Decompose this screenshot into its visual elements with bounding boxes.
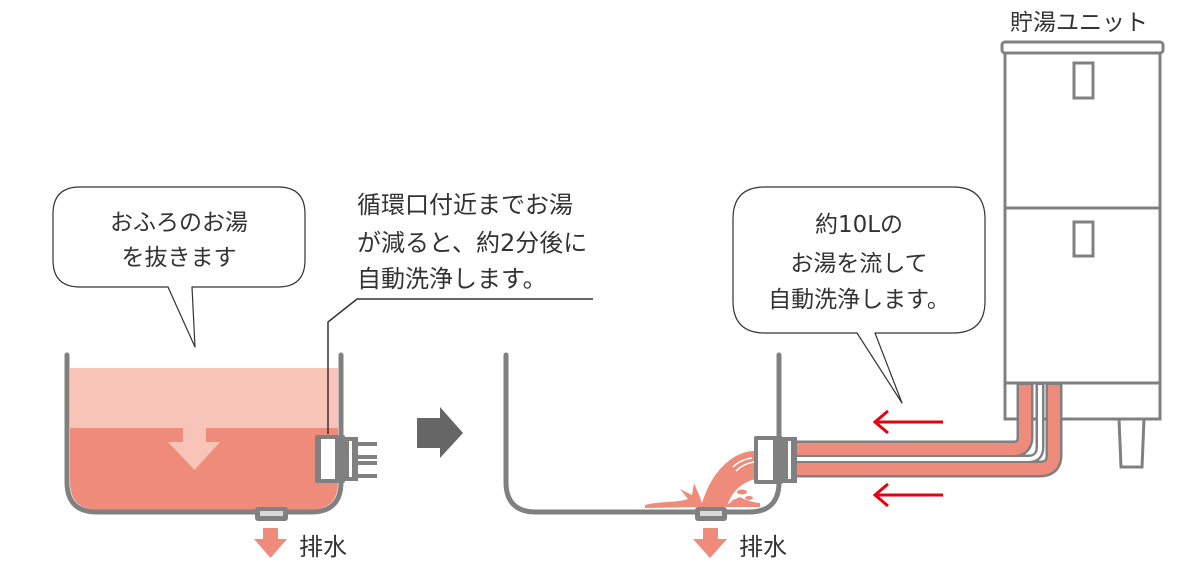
diagram-shape xyxy=(725,497,760,507)
diagram-shape xyxy=(733,484,739,488)
diagram-shape xyxy=(321,439,335,479)
diagram-shape xyxy=(645,483,703,508)
annotation-leader-line xyxy=(327,298,593,434)
circulation-port xyxy=(315,435,377,483)
circulation-port xyxy=(754,436,797,484)
diagram-shape xyxy=(872,482,889,508)
drain-label: 排水 xyxy=(299,533,347,561)
diagram-shape xyxy=(732,457,753,468)
bathtub-wall xyxy=(64,352,344,515)
step2-bathtub: 排水 約10Lの お湯を流して 自動洗浄し xyxy=(503,186,1063,561)
bubble-text-line: お湯を流して xyxy=(790,251,927,277)
flushing-water-stream xyxy=(645,450,760,508)
drain-down-arrow-icon xyxy=(254,528,287,558)
water-remaining xyxy=(70,428,338,510)
drain-outlet xyxy=(255,507,288,521)
diagram-shape xyxy=(796,384,1034,458)
drain-outlet xyxy=(695,507,727,521)
water-level-down-arrow-icon xyxy=(168,428,220,470)
speech-bubble-drain xyxy=(52,186,306,348)
bathtub-wall xyxy=(503,352,782,515)
diagram-shape xyxy=(701,450,756,507)
speech-bubble-cleaning xyxy=(732,186,986,404)
bubble-text-line: 自動洗浄します。 xyxy=(768,287,950,313)
hot-water-storage-unit: 貯湯ユニット xyxy=(1000,10,1165,469)
unit-handle xyxy=(1072,61,1095,100)
water-initial-level xyxy=(70,368,338,428)
unit-handle xyxy=(1072,220,1095,258)
diagram-shape xyxy=(796,384,1031,455)
annotation-text-line: 循環口付近までお湯 xyxy=(357,191,573,219)
diagram-shape xyxy=(788,441,791,479)
diagram-shape xyxy=(700,511,722,516)
drain-down-arrow-icon xyxy=(693,528,727,558)
step1-bathtub: 排水 おふろのお湯 を抜きます 循環口付近までお湯 が減ると、約2分後に 自動洗… xyxy=(52,186,593,561)
unit-top-cap xyxy=(1000,40,1165,55)
diagram-shape xyxy=(872,409,889,435)
diagram-shape xyxy=(758,440,773,480)
diagram-shape xyxy=(745,496,753,500)
diagram-shape xyxy=(737,489,747,495)
unit-leg xyxy=(1117,417,1146,469)
drain-label: 排水 xyxy=(739,533,787,561)
diagram-shape xyxy=(260,511,283,516)
bubble-text-line: おふろのお湯 xyxy=(110,210,248,236)
bubble-text-line: を抜きます xyxy=(122,245,237,271)
diagram-shape xyxy=(735,461,755,472)
step-right-arrow-icon xyxy=(417,407,463,458)
flow-left-arrow-icon xyxy=(872,409,943,435)
annotation-text-line: が減ると、約2分後に xyxy=(357,229,587,257)
flow-left-arrow-icon xyxy=(872,482,943,508)
bubble-text-line: 約10Lの xyxy=(815,212,903,238)
diagram-shape xyxy=(349,441,352,477)
storage-unit-label: 貯湯ユニット xyxy=(1010,10,1148,36)
annotation-text-line: 自動洗浄します。 xyxy=(357,265,547,293)
